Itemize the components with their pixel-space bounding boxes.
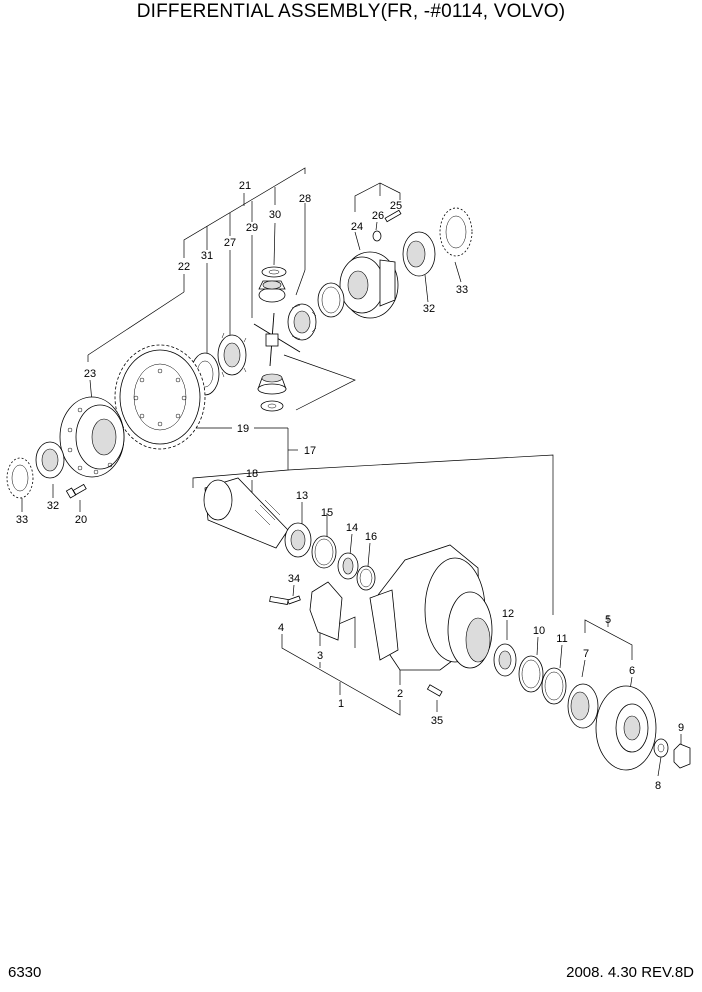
callout-12: 12: [502, 608, 514, 620]
callout-33-top: 33: [456, 284, 468, 296]
revision-date: 2008. 4.30 REV.8D: [566, 964, 694, 981]
part-seal-7: [567, 683, 599, 729]
part-ring-16: [356, 565, 376, 591]
part-thrust-washer-30: [261, 266, 287, 278]
callout-26: 26: [372, 210, 384, 222]
part-washer-8: [653, 738, 669, 758]
callout-19: 19: [237, 423, 249, 435]
callout-23: 23: [84, 368, 96, 380]
callout-20: 20: [75, 514, 87, 526]
part-carrier-housing-2: [369, 544, 493, 671]
part-diff-case-24: [339, 251, 399, 319]
callout-22: 22: [178, 261, 190, 273]
part-washer-26: [372, 230, 382, 242]
part-bearing-32-left: [35, 441, 65, 479]
callout-16: 16: [365, 531, 377, 543]
callout-1: 1: [338, 698, 344, 710]
callout-32-top: 32: [423, 303, 435, 315]
callout-2: 2: [397, 688, 403, 700]
callout-28: 28: [299, 193, 311, 205]
part-spacer-14: [337, 552, 359, 580]
part-bearing-32-top: [402, 231, 436, 277]
callout-4: 4: [278, 622, 284, 634]
part-flange-6: [595, 685, 657, 771]
part-ring-11: [541, 667, 567, 705]
part-washer-bottom: [260, 400, 284, 412]
part-oring-10: [518, 655, 544, 693]
part-bearing-13: [284, 522, 312, 558]
part-pinion-gear-bottom: [257, 373, 287, 395]
part-bearing-cap-3: [309, 581, 343, 641]
callout-18: 18: [246, 468, 258, 480]
callout-8: 8: [655, 780, 661, 792]
callout-33-left: 33: [16, 514, 28, 526]
part-bolt-4: [269, 596, 289, 605]
callout-6: 6: [629, 665, 635, 677]
callout-30: 30: [269, 209, 281, 221]
part-side-gear-28: [287, 303, 317, 341]
part-pin-34: [287, 595, 301, 605]
part-bearing-12: [493, 643, 517, 677]
part-side-gear-top: [258, 280, 286, 303]
callout-17: 17: [304, 445, 316, 457]
part-bearing-cup-33-left: [6, 457, 34, 499]
callout-11: 11: [556, 633, 567, 645]
callout-25: 25: [390, 200, 402, 212]
callout-34: 34: [288, 573, 300, 585]
callout-7: 7: [583, 648, 589, 660]
callout-31: 31: [201, 250, 213, 262]
part-oring-15: [311, 535, 337, 569]
page-title: DIFFERENTIAL ASSEMBLY(FR, -#0114, VOLVO): [136, 1, 566, 22]
callout-24: 24: [351, 221, 363, 233]
callout-10: 10: [533, 625, 545, 637]
leader-lines: [21, 167, 682, 777]
part-side-gear-27: [217, 332, 247, 378]
part-bolt-25: [384, 209, 402, 223]
callout-27: 27: [224, 237, 236, 249]
callout-9: 9: [678, 722, 684, 734]
part-ring-washer: [317, 282, 345, 318]
part-spider-cross-29: [253, 312, 301, 367]
part-bearing-cup-33-top: [439, 207, 473, 257]
part-bolt-35: [426, 684, 443, 697]
callout-15: 15: [321, 507, 333, 519]
callout-32-left: 32: [47, 500, 59, 512]
part-diff-case-23: [59, 396, 125, 478]
part-pinion-shaft-18: [203, 477, 289, 549]
part-ring-gear-19: [114, 344, 206, 450]
callout-13: 13: [296, 490, 308, 502]
part-nut-9: [673, 743, 691, 769]
callout-5: 5: [605, 614, 611, 626]
callout-29: 29: [246, 222, 258, 234]
callout-21: 21: [239, 180, 251, 192]
callout-labels: 21 30 28 29 27 31 22 25 26 24 33 32 23 1…: [16, 180, 684, 792]
callout-14: 14: [346, 522, 358, 534]
callout-35: 35: [431, 715, 443, 727]
part-bolt-20: [65, 483, 87, 499]
callout-3: 3: [317, 650, 323, 662]
page-number: 6330: [8, 964, 42, 981]
